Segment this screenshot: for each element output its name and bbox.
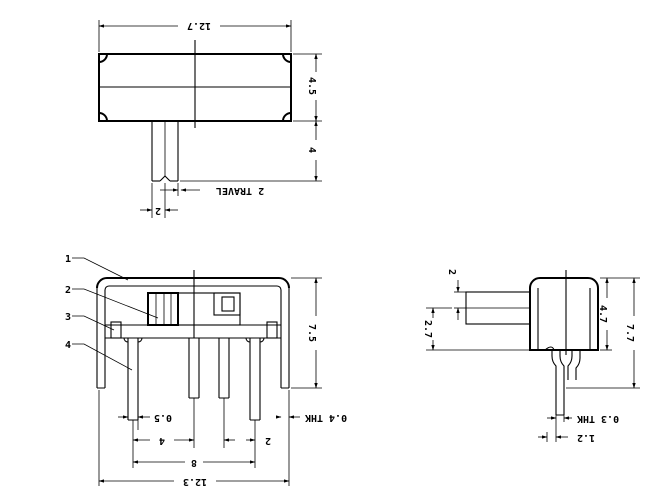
callout-2: 2 xyxy=(65,285,71,296)
callout-4: 4 xyxy=(65,340,71,351)
dim-actuator-width: 2 xyxy=(155,205,161,216)
dim-front-thk: 0.4 THK xyxy=(305,412,347,423)
dim-top-height: 4.5 xyxy=(306,77,317,95)
front-view: 1 2 3 4 7.5 0.5 0.4 THK 4 xyxy=(65,254,347,487)
dim-side-pin-width: 1.2 xyxy=(577,432,595,443)
dim-travel: 2 TRAVEL xyxy=(216,185,264,196)
dim-actuator-length: 4 xyxy=(306,147,317,153)
dim-pin-width: 0.5 xyxy=(154,412,172,423)
dim-top-width: 12.7 xyxy=(187,20,211,31)
dim-overall: 12.3 xyxy=(183,476,207,487)
dim-span: 8 xyxy=(191,457,197,468)
dim-side-actuator-thk: 2 xyxy=(446,269,457,275)
dim-side-offset: 2.7 xyxy=(422,320,433,338)
side-view: 2 2.7 4.7 7.7 0.3 THK 1.2 xyxy=(422,269,640,443)
dim-side-thk: 0.3 THK xyxy=(577,413,619,424)
dim-front-height: 7.5 xyxy=(306,324,317,342)
top-view: 12.7 4.5 4 2 TRAVEL 2 xyxy=(98,20,322,218)
callout-1: 1 xyxy=(65,254,71,265)
callout-3: 3 xyxy=(65,312,71,323)
dim-pitch-right: 2 xyxy=(265,435,271,446)
dim-pitch-outer: 4 xyxy=(159,435,165,446)
dim-side-overall: 7.7 xyxy=(624,324,635,342)
dim-side-body: 4.7 xyxy=(597,305,608,323)
